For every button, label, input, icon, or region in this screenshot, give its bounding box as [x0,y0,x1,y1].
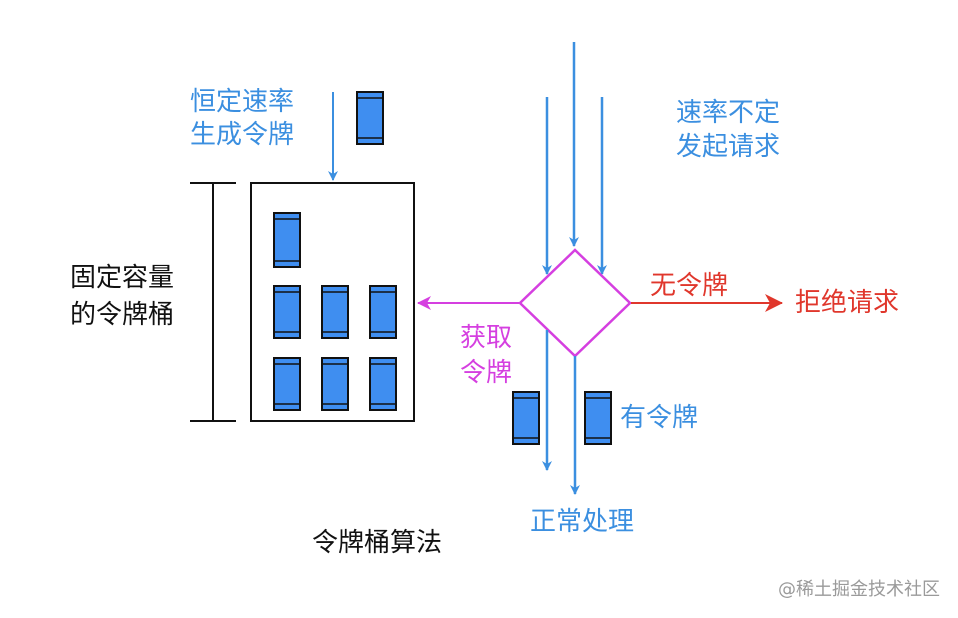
bucket-label-1: 固定容量 [70,263,175,293]
normal-process-label: 正常处理 [530,507,635,537]
constant-rate-label-1: 恒定速率 [190,87,295,117]
capacity-bracket [190,182,236,422]
token [369,357,397,411]
has-token-label: 有令牌 [620,403,699,433]
token-bucket [250,182,415,422]
variable-rate-label-2: 发起请求 [676,132,781,162]
get-token-label-1: 获取 [460,323,513,353]
token [321,357,349,411]
reject-label: 拒绝请求 [795,288,900,318]
constant-rate-label-2: 生成令牌 [190,120,295,150]
token [369,285,397,339]
diagram-title: 令牌桶算法 [312,528,443,558]
token [273,357,301,411]
token [273,285,301,339]
incoming-request-arrows [542,42,607,275]
processed-arrows [542,330,580,495]
get-token-label-2: 令牌 [460,358,513,388]
token [273,212,301,268]
bucket-label-2: 的令牌桶 [70,300,175,330]
no-token-label: 无令牌 [650,271,729,301]
decision-diamond [518,248,632,358]
new-token [356,91,384,145]
variable-rate-label-1: 速率不定 [676,98,781,128]
watermark: @稀土掘金技术社区 [778,579,940,600]
token [321,285,349,339]
bucket-tokens [273,212,397,411]
carried-token [512,391,540,445]
carried-token [584,391,612,445]
